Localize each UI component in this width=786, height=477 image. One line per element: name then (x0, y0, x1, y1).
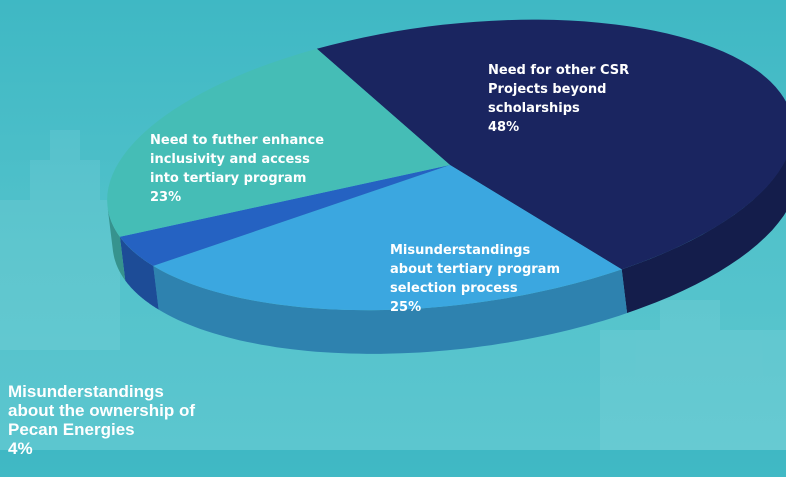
pie-slice-3 (107, 48, 450, 237)
slice-label-selection-process: Misunderstandings about tertiary program… (390, 222, 560, 336)
pie-side-3 (107, 207, 126, 281)
slice-value-inclusivity: 23% (150, 190, 182, 205)
slice-label-ownership-text: Misunderstandings about the ownership of… (8, 382, 195, 439)
pie-side-0 (621, 128, 786, 314)
pie-slice-2 (119, 165, 450, 266)
pie-chart (107, 19, 786, 354)
pie-sides (107, 128, 786, 354)
pie-tops (107, 19, 786, 311)
slice-label-ownership: Misunderstandings about the ownership of… (8, 363, 195, 477)
slice-value-ownership: 4% (8, 439, 33, 458)
slice-label-csr-projects: Need for other CSR Projects beyond schol… (488, 42, 629, 156)
slice-label-inclusivity-text: Need to futher enhance inclusivity and a… (150, 133, 325, 186)
pie-side-1 (153, 265, 628, 354)
slice-value-csr: 48% (488, 120, 520, 135)
slice-value-selection: 25% (390, 300, 422, 315)
pie-side-2 (119, 236, 159, 310)
pie-slice-1 (153, 165, 622, 311)
slice-label-csr-text: Need for other CSR Projects beyond schol… (488, 63, 630, 116)
pie-slice-0 (316, 19, 786, 270)
slice-label-selection-text: Misunderstandings about tertiary program… (390, 243, 560, 296)
slice-label-inclusivity: Need to futher enhance inclusivity and a… (150, 112, 324, 226)
background-ship-image (0, 0, 786, 450)
